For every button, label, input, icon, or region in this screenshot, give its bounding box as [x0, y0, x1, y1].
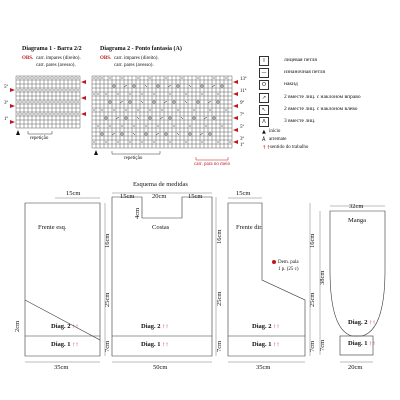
diagram2-neck-label: carr. para no meio: [194, 162, 231, 167]
legend-sentido: sentido do trabalho: [270, 145, 309, 150]
frente-dir-label: Frente dir.: [236, 224, 263, 231]
costas-outline: [111, 196, 213, 357]
direction-arrows-icon: ↑↑: [273, 341, 280, 348]
manga-diag1: Diag. 1 ↑↑: [348, 340, 376, 347]
diagram1-repeat-label: repetição: [30, 136, 49, 141]
diagram1-row-5: 5ª: [4, 85, 8, 90]
manga-side-upper: 38cm: [319, 270, 326, 285]
frente-esq-left-small: 2cm: [14, 320, 21, 332]
frente-esq-label: Frente esq.: [38, 224, 67, 231]
direction-arrows-icon: ↑↑: [369, 319, 376, 326]
diagram1-row-3: 3ª: [4, 101, 8, 106]
frente-esq-diag1: Diag. 1 ↑↑: [51, 341, 79, 348]
bind-off-icon: Â: [262, 137, 266, 143]
diagram2-repeat-bracket: [111, 151, 161, 155]
frente-dir-side-mid: 25cm: [309, 292, 316, 307]
costas-diag2: Diag. 2 ↑↑: [141, 323, 169, 330]
direction-arrows-icon: ↑↑: [369, 340, 376, 347]
k2tog-right-icon: ↗: [259, 93, 269, 103]
diagram2-row-9: 9ª: [240, 101, 244, 106]
diagram2-row-13: 13ª: [240, 77, 247, 82]
manga-diag2: Diag. 2 ↑↑: [348, 319, 376, 326]
direction-arrows-icon: ↑↑: [72, 323, 79, 330]
button-marker: [272, 260, 276, 264]
frente-esq-top: 15cm: [66, 190, 81, 197]
manga-bottom: 20cm: [348, 364, 363, 371]
diagram1-grid: [15, 75, 81, 129]
costas-side-lower: 7cm: [216, 340, 223, 352]
diagram1-obs-line2: carr. pares (avesso).: [36, 63, 76, 68]
schema-shapes: [24, 196, 386, 357]
direction-arrows-icon: ↑↑: [72, 341, 79, 348]
diagram1-repeat-bracket: [27, 131, 53, 135]
frente-dir-bottom: 35cm: [256, 364, 271, 371]
frente-dir-diag1: Diag. 1 ↑↑: [252, 341, 280, 348]
frente-dir-button-text1: Dem. pala: [278, 260, 299, 265]
schema-title: Esquema de medidas: [133, 181, 188, 188]
diagram1-start-marker: [16, 130, 20, 135]
costas-top-mid: 20cm: [152, 193, 167, 200]
diagram1-title: Diagrama 1 - Barra 2/2: [22, 46, 82, 52]
costas-side-mid: 25cm: [216, 291, 223, 306]
diagram2-row-5: 5ª: [240, 125, 244, 130]
diagram2-obs-line2: carr. pares (avesso).: [114, 63, 154, 68]
yarn-over-icon: O: [259, 80, 269, 90]
costas-neck: 4cm: [134, 207, 141, 219]
schema-dimension-lines: [25, 192, 385, 363]
direction-arrows-icon: ↑↑: [162, 341, 169, 348]
start-arrow-icon: ▲: [262, 129, 266, 135]
frente-esq-side-lower: 7cm: [104, 340, 111, 352]
manga-top: 32cm: [349, 203, 364, 210]
diagram1-obs-line1: carr. impares (direito).: [36, 56, 81, 61]
direction-arrows-icon: ↑↑: [262, 145, 271, 151]
legend-arremate: arremate: [269, 137, 287, 142]
diagram2-row-7: 7ª: [240, 113, 244, 118]
frente-esq-side-mid: 25cm: [104, 292, 111, 307]
frente-dir-outline: [227, 202, 306, 357]
diagram2-stitches: [93, 77, 231, 143]
frente-dir-side-lower: 7cm: [309, 340, 316, 352]
diagram1-row-arrows: [10, 80, 86, 124]
direction-arrows-icon: ↑↑: [162, 323, 169, 330]
diagram2-start-marker: [94, 150, 98, 155]
purl-stitch-icon: —: [259, 68, 269, 78]
legend-inicio: início: [269, 129, 281, 134]
knit-stitch-icon: I: [259, 56, 269, 66]
manga-label: Manga: [348, 217, 367, 224]
frente-esq-outline: [24, 202, 101, 357]
costas-label: Costas: [152, 224, 170, 231]
costas-bottom: 50cm: [153, 364, 168, 371]
frente-esq-side-upper: 16cm: [104, 233, 111, 248]
diagram2-row-3: 3ª: [240, 137, 244, 142]
direction-arrows-icon: ↑↑: [273, 323, 280, 330]
diagram2-obs-line1: carr. impares (direito).: [114, 56, 159, 61]
diagram2-row-arrows: [233, 80, 238, 144]
diagram1-obs-label: OBS.: [22, 56, 34, 61]
k3tog-icon: Λ: [259, 117, 269, 127]
manga-side-lower: 7cm: [319, 339, 326, 351]
diagram2-row-11: 11ª: [240, 89, 247, 94]
frente-esq-diag2: Diag. 2 ↑↑: [51, 323, 79, 330]
diagram2-neck-bracket: [195, 157, 229, 161]
diagram2-grid: [91, 75, 233, 149]
diagram1-row-1: 1ª: [4, 117, 8, 122]
costas-top-right: 15cm: [188, 193, 203, 200]
diagram2-title: Diagrama 2 - Ponto fantasia (A): [100, 46, 182, 52]
frente-dir-top: 15cm: [236, 190, 251, 197]
frente-dir-button-text2: 1 p. (25 c): [278, 267, 299, 272]
diagram1-stitches: [17, 77, 79, 115]
frente-dir-side-upper: 16cm: [309, 233, 316, 248]
diagram2-obs-label: OBS.: [100, 56, 112, 61]
diagram2-row-1: 1ª: [240, 143, 244, 148]
costas-diag1: Diag. 1 ↑↑: [141, 341, 169, 348]
frente-esq-bottom: 35cm: [54, 364, 69, 371]
diagram2-repeat-label: repetição: [124, 156, 143, 161]
costas-top-left: 15cm: [120, 193, 135, 200]
k2tog-left-icon: ↖: [259, 105, 269, 115]
manga-outline: [329, 210, 386, 337]
costas-side-upper: 16cm: [216, 229, 223, 244]
frente-dir-diag2: Diag. 2 ↑↑: [252, 323, 280, 330]
